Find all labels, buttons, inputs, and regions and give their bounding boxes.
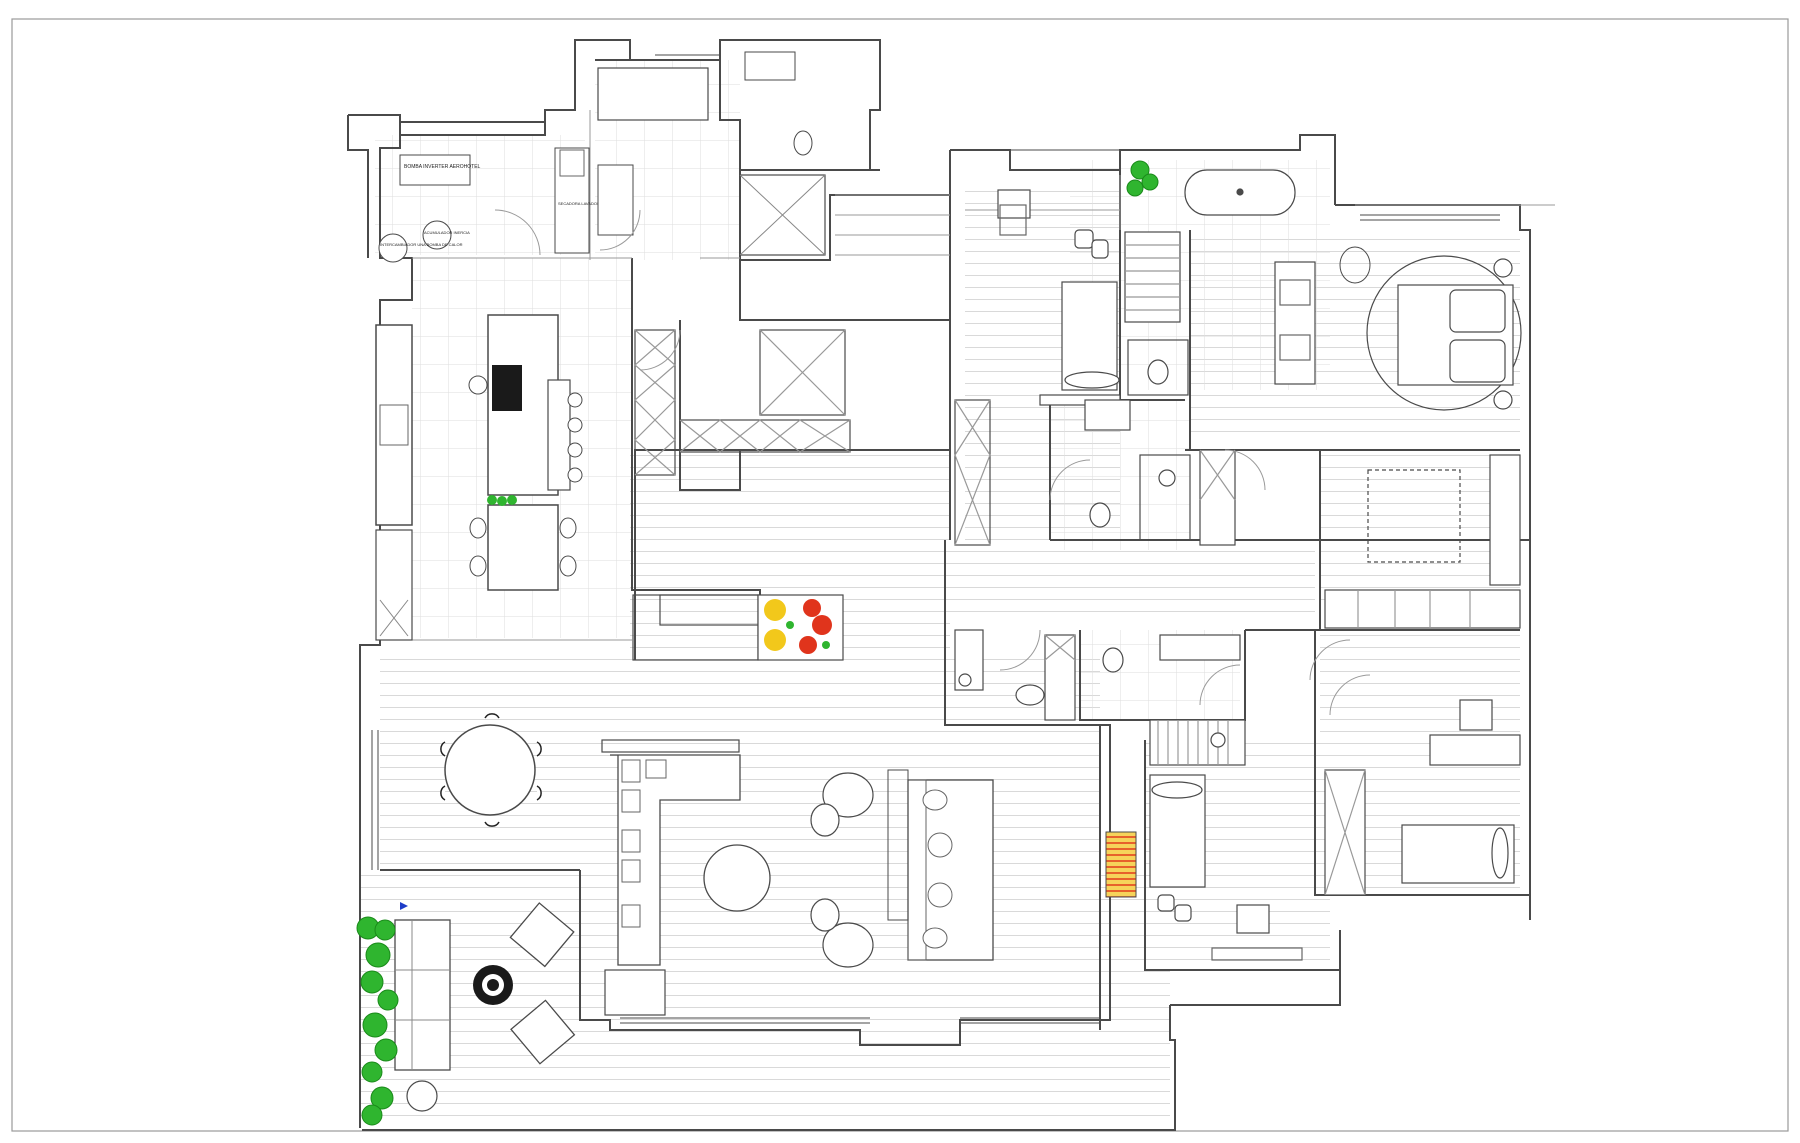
desk-1 bbox=[997, 189, 1031, 219]
bath-2 bbox=[1084, 399, 1236, 546]
cabinet-bath2 bbox=[1199, 449, 1236, 546]
bedroom-3 bbox=[1324, 699, 1521, 896]
service-bed bbox=[597, 67, 709, 121]
exchanger bbox=[378, 233, 408, 263]
heat-pump-label: BOMBA INVERTER AEROHOTEL bbox=[404, 164, 481, 170]
exchanger-label: INTERCAMBIADOR UNA BOMBA DE CALOR bbox=[380, 242, 463, 247]
sofa-right bbox=[907, 779, 994, 961]
heat-pump-unit bbox=[399, 154, 471, 186]
dining-set bbox=[440, 713, 542, 827]
living-media-unit bbox=[604, 969, 666, 1016]
master-bedroom bbox=[1324, 246, 1522, 629]
storage-cabinets bbox=[632, 329, 991, 661]
kitchen-tall-unit bbox=[375, 529, 413, 641]
kitchen-counter-left bbox=[375, 324, 413, 526]
terrace-sofa bbox=[394, 919, 451, 1071]
desk-3 bbox=[1429, 734, 1521, 766]
bath-plant bbox=[1126, 160, 1159, 197]
round-coffee-table bbox=[703, 844, 771, 912]
round-rug bbox=[1366, 255, 1522, 411]
water-heater bbox=[422, 220, 452, 250]
bed-1 bbox=[1061, 281, 1118, 391]
terrace-stool bbox=[406, 1080, 438, 1112]
dining-bar-table bbox=[487, 504, 559, 591]
chef-figure bbox=[468, 375, 488, 395]
flower-planter bbox=[757, 594, 844, 661]
master-toilet bbox=[1147, 359, 1169, 385]
bedroom-1 bbox=[997, 189, 1121, 406]
door-swings bbox=[494, 209, 1371, 716]
living-room bbox=[601, 739, 994, 1016]
vanity bbox=[1274, 261, 1316, 385]
terrace-plants bbox=[356, 916, 399, 1126]
bar-stools bbox=[469, 392, 583, 577]
water-heater-label: ACUMULADOR INERCIA bbox=[424, 230, 470, 235]
kitchen bbox=[375, 314, 583, 641]
terrace-armchair-top bbox=[509, 902, 575, 968]
laundry-area: BOMBA INVERTER AEROHOTEL ACUMULADOR INER… bbox=[378, 51, 826, 263]
kitchen-plant bbox=[487, 495, 517, 506]
cooktop bbox=[492, 365, 522, 411]
kitchen-sink-left bbox=[379, 404, 409, 446]
sectional-sofa bbox=[610, 754, 741, 966]
armchairs bbox=[810, 772, 874, 968]
triangle-marker-icon bbox=[400, 902, 408, 910]
windows bbox=[371, 54, 1500, 1024]
wardrobe-master bbox=[1324, 589, 1521, 629]
island-bar bbox=[547, 379, 571, 491]
laundry-label: SECADORA LAVADORA bbox=[558, 201, 603, 206]
fireplace bbox=[1105, 831, 1137, 898]
sectional-sofa-back bbox=[601, 739, 740, 753]
dining-table bbox=[444, 724, 536, 816]
service-toilet bbox=[793, 130, 813, 156]
bath-3 bbox=[954, 629, 1246, 766]
bedroom-2 bbox=[1149, 774, 1303, 961]
floor-hatching bbox=[360, 60, 1520, 1120]
terrace bbox=[394, 902, 576, 1112]
side-table bbox=[887, 769, 909, 921]
terrace-armchair-bottom bbox=[510, 999, 576, 1065]
master-bath bbox=[1124, 169, 1316, 396]
washer-sink bbox=[559, 149, 585, 177]
dressing-rug bbox=[1367, 469, 1461, 563]
desk-2 bbox=[1236, 904, 1270, 934]
inner-lines bbox=[412, 110, 1555, 641]
washer-column bbox=[554, 147, 590, 254]
